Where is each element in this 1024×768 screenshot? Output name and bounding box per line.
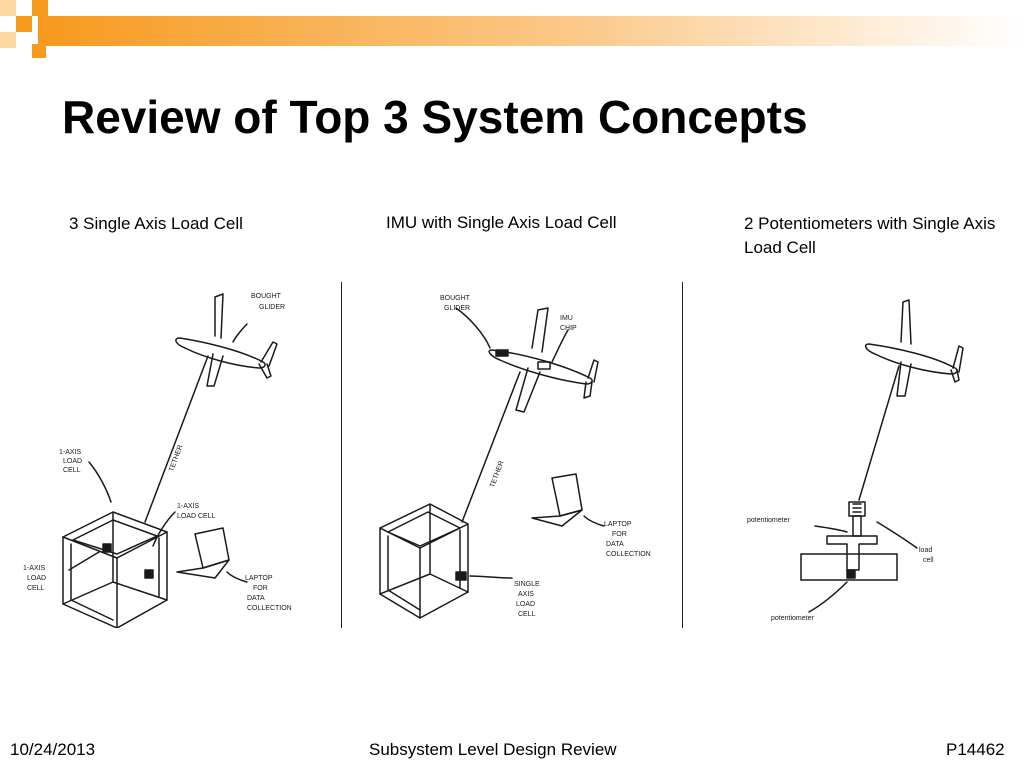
label-cell-b-1: 1-AXIS <box>177 503 200 510</box>
label-cell-a-3: CELL <box>63 467 81 474</box>
glider-drawing <box>488 307 599 413</box>
concept-2-caption: IMU with Single Axis Load Cell <box>386 213 617 232</box>
label-cell-1: load <box>919 547 932 554</box>
label-cell-1: SINGLE <box>514 581 540 588</box>
label-pot-top: potentiometer <box>747 517 790 524</box>
header-decoration <box>0 0 1024 58</box>
label-tether: TETHER <box>489 460 505 489</box>
tether-line <box>858 365 900 501</box>
label-cell-b-2: LOAD CELL <box>177 513 216 520</box>
tether-line <box>461 371 521 523</box>
label-cell-2: cell <box>923 557 934 564</box>
load-cell-mark <box>102 543 112 553</box>
frame-cube <box>379 503 469 619</box>
label-cell-4: CELL <box>518 611 536 618</box>
label-laptop-3: DATA <box>606 541 624 548</box>
label-laptop-1: LAPTOP <box>604 521 632 528</box>
gimbal-assembly <box>826 501 878 579</box>
label-laptop-2: FOR <box>612 531 627 538</box>
tether-line <box>144 355 209 523</box>
cell-arrow <box>469 575 513 579</box>
label-cell-2: AXIS <box>518 591 534 598</box>
label-laptop-4: COLLECTION <box>606 551 651 558</box>
concept-3-sketch: potentiometer load cell potentiometer <box>747 299 964 622</box>
footer-title: Subsystem Level Design Review <box>369 740 617 759</box>
laptop-arrow <box>583 515 605 527</box>
pot-arrow <box>808 581 848 613</box>
glider-drawing <box>864 299 964 397</box>
laptop-arrow <box>226 571 248 583</box>
concept-1-caption: 3 Single Axis Load Cell <box>69 214 243 233</box>
label-laptop-3: DATA <box>247 595 265 602</box>
label-glider-2: GLIDER <box>444 305 470 312</box>
cell-arrow <box>68 551 100 571</box>
footer-date: 10/24/2013 <box>10 740 96 759</box>
panel-divider-2 <box>682 282 683 628</box>
glider-drawing <box>175 293 278 387</box>
label-laptop-2: FOR <box>253 585 268 592</box>
glider-nose-mark <box>495 349 509 357</box>
potentiometer-bottom-block <box>846 569 856 579</box>
label-cell-c-3: CELL <box>27 585 45 592</box>
label-tether: TETHER <box>168 444 184 473</box>
load-cell-mark <box>455 571 467 581</box>
concept-3-caption: 2 Potentiometers with Single Axis Load C… <box>744 214 996 257</box>
label-glider-1: BOUGHT <box>251 293 282 300</box>
label-cell-c-2: LOAD <box>27 575 46 582</box>
load-cell-mark <box>144 569 154 579</box>
label-laptop-4: COLLECTION <box>247 605 292 612</box>
label-cell-c-1: 1-AXIS <box>23 565 46 572</box>
laptop-drawing <box>176 527 230 579</box>
cell-arrow <box>88 461 112 503</box>
label-cell-a-2: LOAD <box>63 458 82 465</box>
panel-divider-1 <box>341 282 342 628</box>
concept-2-sketch: BOUGHT GLIDER IMU CHIP TETHER LAPTOP FOR… <box>379 295 651 619</box>
concept-1-sketch: BOUGHT GLIDER TETHER 1-AXIS LOAD CELL 1-… <box>23 293 292 628</box>
mount-table <box>800 553 898 581</box>
label-imu-2: CHIP <box>560 325 577 332</box>
imu-arrow <box>551 329 569 363</box>
cell-arrow <box>876 521 918 549</box>
label-imu-1: IMU <box>560 315 573 322</box>
imu-chip <box>537 361 551 370</box>
label-cell-a-1: 1-AXIS <box>59 449 82 456</box>
label-laptop-1: LAPTOP <box>245 575 273 582</box>
label-pot-bottom: potentiometer <box>771 615 814 622</box>
slide-title: Review of Top 3 System Concepts <box>62 91 808 143</box>
cell-arrow <box>152 511 176 547</box>
pot-arrow <box>814 525 848 533</box>
laptop-drawing <box>531 473 583 527</box>
label-cell-3: LOAD <box>516 601 535 608</box>
glider-arrow <box>455 307 491 349</box>
label-glider-2: GLIDER <box>259 304 285 311</box>
footer-project: P14462 <box>946 740 1005 759</box>
glider-arrow <box>232 323 248 343</box>
label-glider-1: BOUGHT <box>440 295 471 302</box>
